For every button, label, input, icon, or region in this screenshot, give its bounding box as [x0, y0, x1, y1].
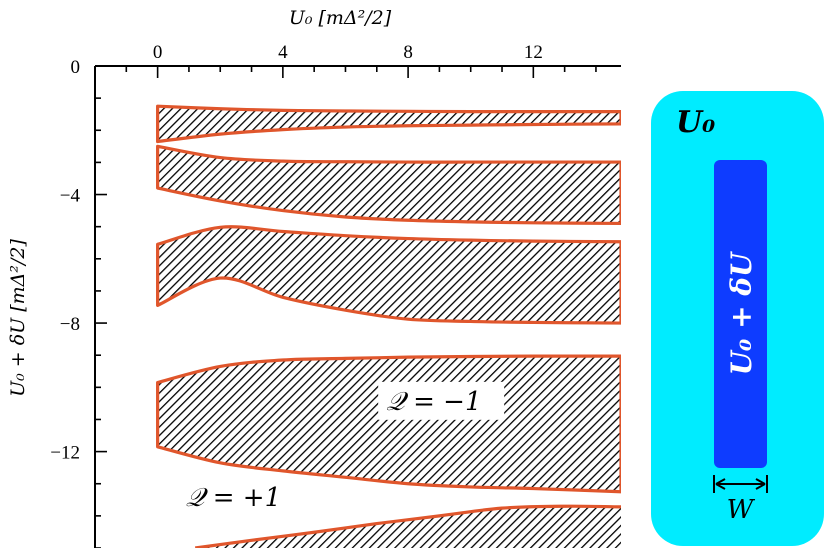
- band-2-fill: [157, 146, 621, 224]
- band-3-edge: [156, 225, 621, 325]
- annotation-1-background: [378, 381, 505, 420]
- annotation-2-label: 𝒬 = +1: [186, 483, 281, 513]
- inset-title: U₀: [676, 105, 715, 140]
- y-tick-label: −4: [60, 186, 81, 207]
- band-3-fill: [157, 226, 621, 324]
- x-tick-label: 12: [524, 42, 543, 63]
- x-tick-label: 4: [278, 42, 288, 63]
- inset-schematic: U₀ U₀ + δU W: [651, 91, 824, 546]
- y-tick-label: 0: [71, 57, 81, 78]
- region-annotations: 𝒬 = −1 𝒬 = +1: [177, 381, 505, 517]
- band-4-fill: [157, 356, 621, 492]
- x-tick-label: 8: [403, 42, 413, 63]
- band-2-edge: [156, 144, 621, 226]
- y-axis-title: U₀ + δU [mΔ²/2]: [7, 239, 29, 397]
- hatched-bands: [156, 104, 621, 548]
- annotation-1-label: 𝒬 = −1: [386, 387, 481, 417]
- inset-width-label: W: [727, 495, 756, 525]
- band-5-edge: [194, 504, 621, 548]
- band-5-fill: [195, 506, 621, 548]
- y-tick-label: −8: [60, 314, 80, 335]
- band-1-fill: [157, 106, 621, 142]
- x-axis-title: U₀ [mΔ²/2]: [289, 7, 392, 29]
- inset-strip: [714, 160, 767, 468]
- band-1-edge: [156, 104, 621, 144]
- band-4-edge: [156, 354, 621, 494]
- annotation-2-background: [177, 478, 304, 517]
- y-tick-label: −12: [50, 443, 80, 464]
- inset-strip-label: U₀ + δU: [725, 251, 758, 375]
- axis-ticks: 0 4 8 12 0 −4 −8 −12: [50, 42, 597, 548]
- x-tick-label: 0: [153, 42, 163, 63]
- width-arrow: [713, 475, 768, 493]
